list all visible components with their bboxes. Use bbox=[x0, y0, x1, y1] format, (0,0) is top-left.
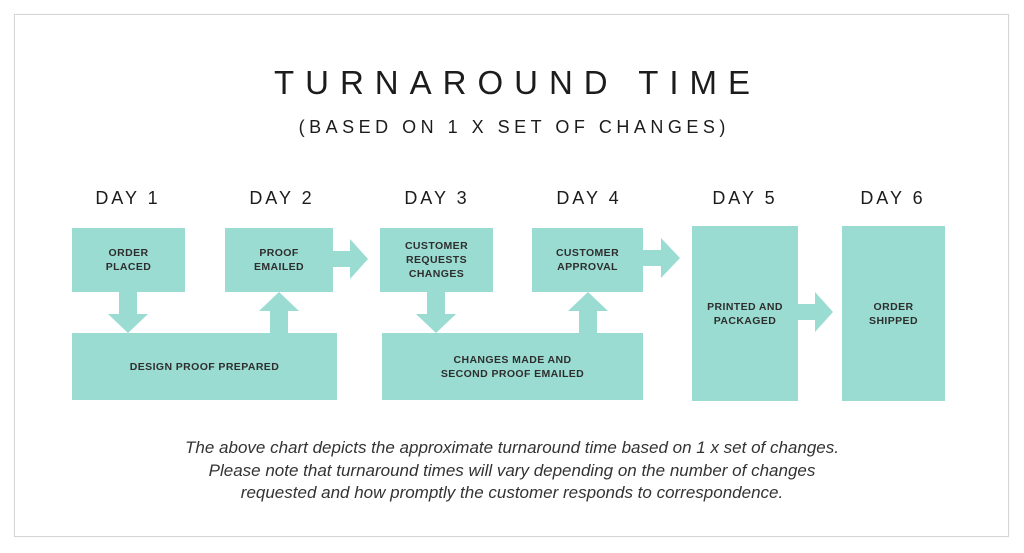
footer-line-2: Please note that turnaround times will v… bbox=[208, 460, 816, 480]
day-label-6: DAY 6 bbox=[860, 188, 926, 208]
footer-line-1: The above chart depicts the approximate … bbox=[185, 438, 839, 457]
arrow-right-icon bbox=[643, 238, 680, 278]
step-box-design-proof-prepared: DESIGN PROOF PREPARED bbox=[72, 333, 337, 400]
arrow-up-icon bbox=[259, 292, 299, 333]
step-box-proof-emailed: PROOF EMAILED bbox=[225, 228, 333, 292]
arrow-up-icon bbox=[568, 292, 608, 333]
day-label-5: DAY 5 bbox=[712, 188, 778, 208]
step-box-changes-made: CHANGES MADE AND SECOND PROOF EMAILED bbox=[382, 333, 643, 400]
step-box-printed-and-packaged: PRINTED AND PACKAGED bbox=[692, 226, 798, 401]
step-box-order-shipped: ORDER SHIPPED bbox=[842, 226, 945, 401]
step-box-customer-requests-changes: CUSTOMER REQUESTS CHANGES bbox=[380, 228, 493, 292]
arrow-right-icon bbox=[333, 239, 368, 279]
arrow-down-icon bbox=[108, 292, 148, 333]
footer-line-3: requested and how promptly the customer … bbox=[240, 483, 784, 502]
day-label-2: DAY 2 bbox=[249, 188, 315, 208]
page-title: TURNAROUND TIME bbox=[273, 64, 762, 101]
day-label-1: DAY 1 bbox=[95, 188, 161, 208]
arrow-right-icon bbox=[798, 292, 833, 332]
arrow-down-icon bbox=[416, 292, 456, 333]
page-subtitle: (BASED ON 1 X SET OF CHANGES) bbox=[298, 117, 730, 137]
step-box-customer-approval: CUSTOMER APPROVAL bbox=[532, 228, 643, 292]
day-label-4: DAY 4 bbox=[556, 188, 622, 208]
day-label-3: DAY 3 bbox=[404, 188, 470, 208]
step-box-order-placed: ORDER PLACED bbox=[72, 228, 185, 292]
footer-note: The above chart depicts the approximate … bbox=[0, 437, 1024, 505]
